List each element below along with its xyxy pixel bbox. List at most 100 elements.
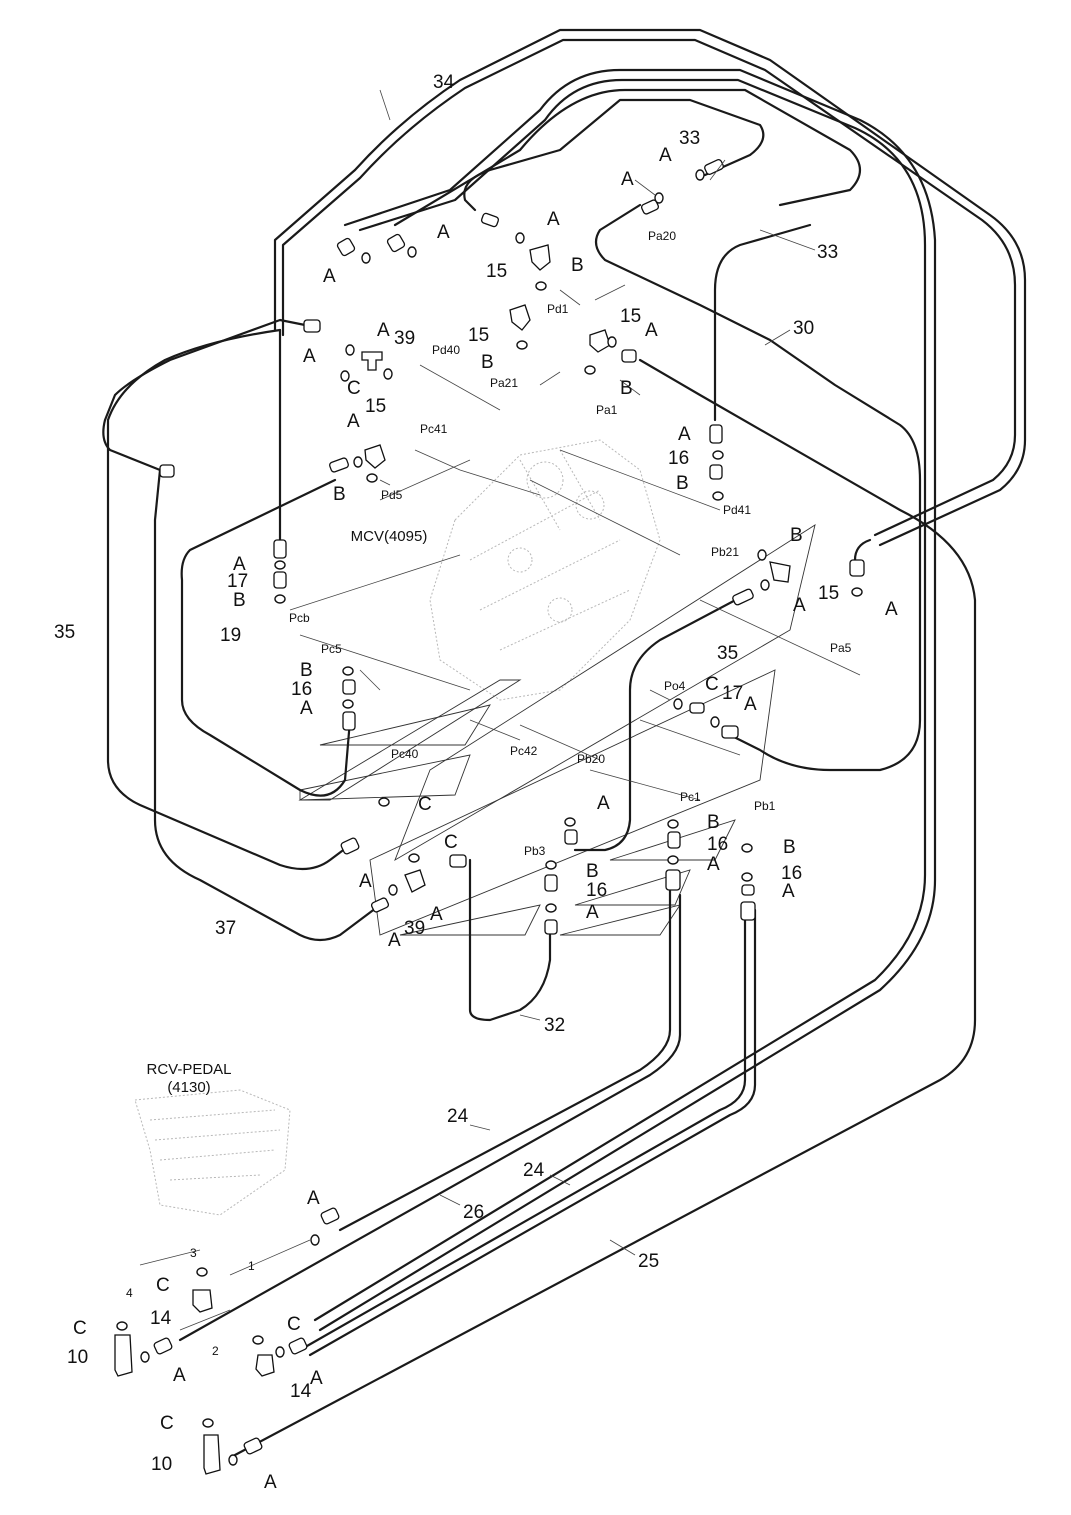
rcv-port-number: 1 — [248, 1259, 255, 1273]
port-label: Pd5 — [381, 488, 403, 502]
part-number: 16 — [586, 880, 607, 901]
part-number: 39 — [404, 918, 425, 939]
part-number: 17 — [722, 683, 743, 704]
seal-letter: A — [547, 209, 560, 230]
seal-letter: A — [430, 904, 443, 925]
port-label: Pa21 — [490, 376, 518, 390]
seal-letter: C — [287, 1314, 301, 1335]
seal-letter: A — [586, 902, 599, 923]
seal-letter: B — [333, 484, 346, 505]
rcv-port-number: 3 — [190, 1246, 197, 1260]
part-number: 26 — [463, 1202, 484, 1223]
seal-letter: A — [793, 595, 806, 616]
part-number: 10 — [151, 1454, 172, 1475]
seal-letter: A — [437, 222, 450, 243]
seal-letter: A — [303, 346, 316, 367]
part-number: 17 — [227, 571, 248, 592]
part-number: 34 — [433, 72, 455, 93]
seal-letter: A — [310, 1368, 323, 1389]
part-number: 16 — [291, 679, 312, 700]
component-label-mcv: MCV(4095) — [351, 528, 428, 545]
seal-letter: A — [621, 169, 634, 190]
port-label: Pa1 — [596, 403, 618, 417]
fittings — [114, 159, 865, 1475]
part-number: 16 — [707, 834, 728, 855]
seal-letter: A — [307, 1188, 320, 1209]
seal-letter: A — [377, 320, 390, 341]
part-number: 35 — [717, 643, 738, 664]
seal-letter: C — [705, 674, 719, 695]
port-label: Pb20 — [577, 752, 605, 766]
seal-letter: A — [347, 411, 360, 432]
seal-letter: A — [264, 1472, 277, 1493]
seal-letter: C — [444, 832, 458, 853]
seal-letter: B — [676, 473, 689, 494]
port-label: Pd40 — [432, 343, 460, 357]
seal-letter: C — [156, 1275, 170, 1296]
part-number: 35 — [54, 622, 75, 643]
seal-letter: A — [885, 599, 898, 620]
part-number: 14 — [290, 1381, 312, 1402]
seal-letter: A — [359, 871, 372, 892]
port-label: Pa20 — [648, 229, 676, 243]
part-number: 15 — [818, 583, 839, 604]
o-rings — [116, 169, 863, 1466]
seal-letter: B — [790, 525, 803, 546]
part-number: 14 — [150, 1308, 172, 1329]
seal-letter: B — [783, 837, 796, 858]
part-number: 24 — [523, 1160, 545, 1181]
seal-letter: C — [418, 794, 432, 815]
mcv-valve-body — [429, 439, 661, 701]
part-number: 32 — [544, 1015, 565, 1036]
seal-letter: A — [597, 793, 610, 814]
seal-letter: B — [586, 861, 599, 882]
part-number: 25 — [638, 1251, 659, 1272]
seal-letter: A — [659, 145, 672, 166]
part-number: 10 — [67, 1347, 88, 1368]
component-label-rcv-line2: (4130) — [167, 1079, 210, 1096]
part-number: 15 — [620, 306, 641, 327]
rcv-pedal-body — [134, 1089, 291, 1216]
part-number: 33 — [679, 128, 700, 149]
seal-letter: A — [707, 854, 720, 875]
seal-letter: A — [645, 320, 658, 341]
port-label: Pc42 — [510, 744, 538, 758]
part-number: 16 — [781, 863, 802, 884]
port-label: Pcb — [289, 611, 310, 625]
component-label-rcv-line1: RCV-PEDAL — [146, 1061, 231, 1078]
rcv-port-number: 4 — [126, 1286, 133, 1300]
seal-letter: B — [481, 352, 494, 373]
rcv-port-number: 2 — [212, 1344, 219, 1358]
port-label: Pc41 — [420, 422, 448, 436]
hose-lines — [102, 28, 1027, 1457]
part-number: 15 — [468, 325, 489, 346]
seal-letter: B — [707, 812, 720, 833]
seal-letter: C — [73, 1318, 87, 1339]
port-label: Po4 — [664, 679, 686, 693]
part-number: 39 — [394, 328, 415, 349]
rcv-port-number-labels: 1 2 3 4 — [126, 1246, 255, 1358]
seal-letter: C — [160, 1413, 174, 1434]
port-label: Pb21 — [711, 545, 739, 559]
seal-letter: A — [233, 554, 246, 575]
port-label: Pc40 — [391, 747, 419, 761]
seal-letter: B — [300, 660, 313, 681]
part-number: 15 — [365, 396, 386, 417]
part-number: 15 — [486, 261, 507, 282]
seal-letter: A — [323, 266, 336, 287]
seal-letter: A — [744, 694, 757, 715]
port-label: Pd1 — [547, 302, 569, 316]
port-label: Pb3 — [524, 844, 546, 858]
seal-letter: A — [678, 424, 691, 445]
seal-letter: B — [571, 255, 584, 276]
part-number: 16 — [668, 448, 689, 469]
part-number: 24 — [447, 1106, 469, 1127]
seal-letter: B — [233, 590, 246, 611]
port-label: Pb1 — [754, 799, 776, 813]
part-number: 30 — [793, 318, 814, 339]
part-number-labels: 34 33 33 30 35 35 37 32 24 24 26 25 39 3… — [54, 72, 839, 1475]
part-number: 19 — [220, 625, 241, 646]
part-number: 33 — [817, 242, 838, 263]
seal-letter: A — [173, 1365, 186, 1386]
